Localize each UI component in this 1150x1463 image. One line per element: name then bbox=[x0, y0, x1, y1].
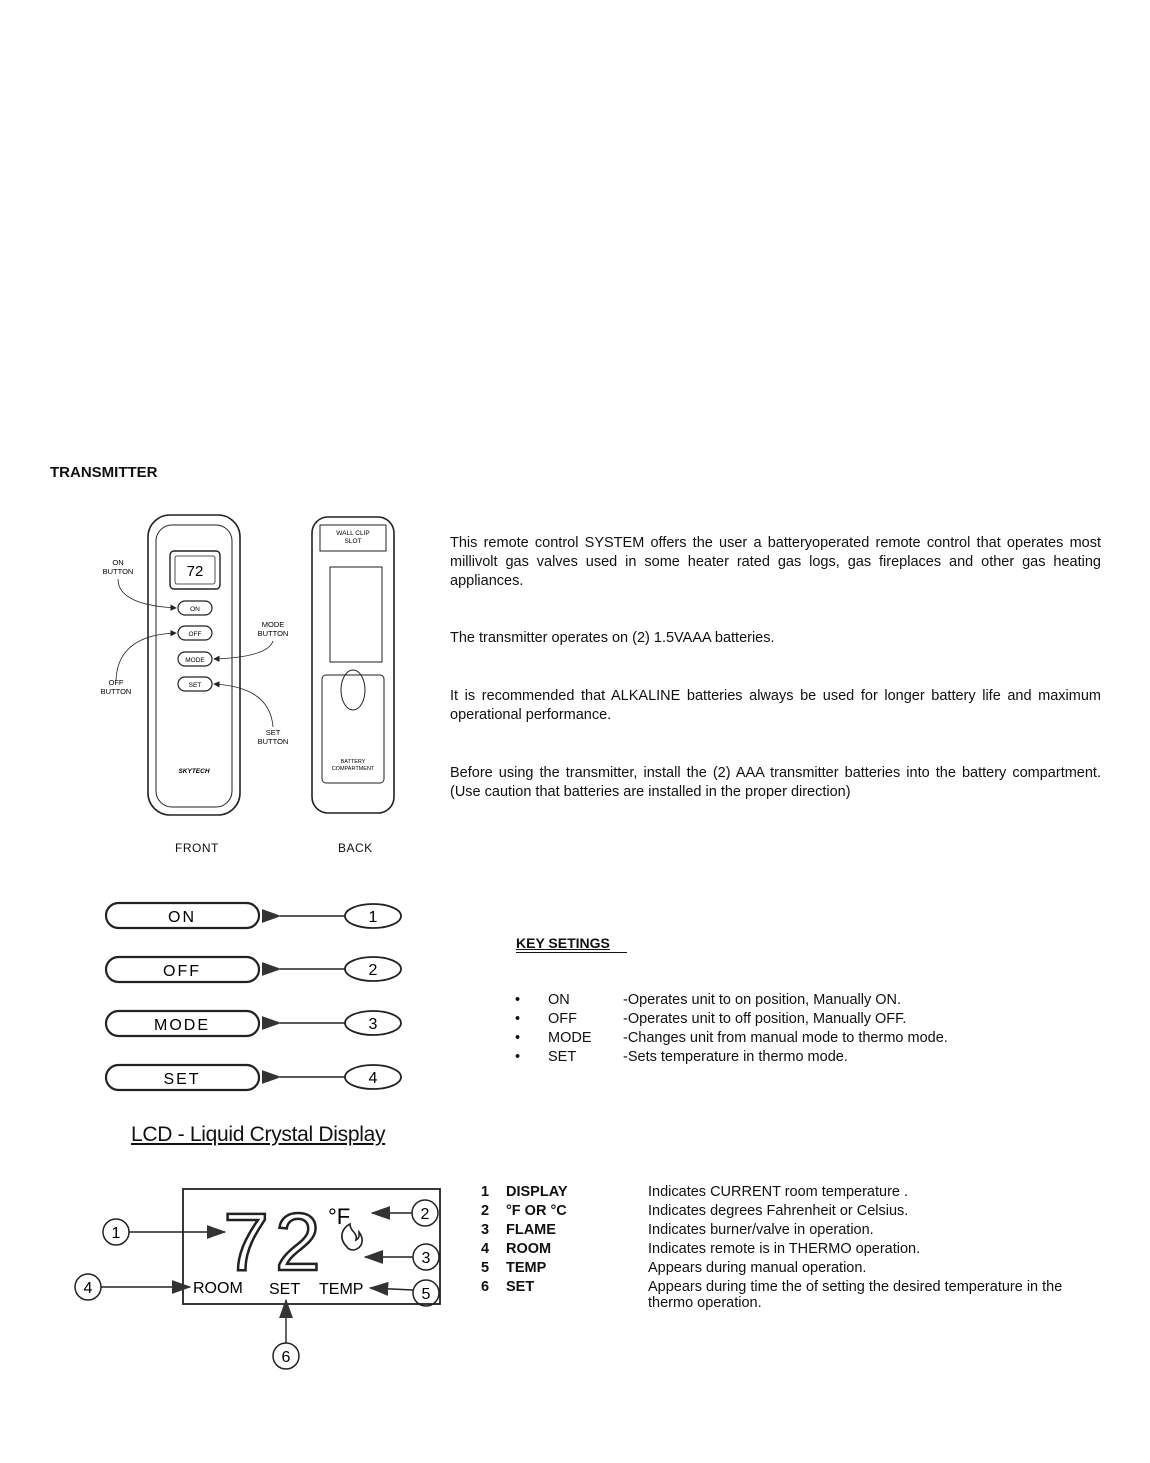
battery-paragraph: The transmitter operates on (2) 1.5VAAA … bbox=[450, 630, 775, 646]
svg-text:3: 3 bbox=[369, 1016, 378, 1033]
button-legend: ON 1 OFF 2 MODE 3 SET 4 bbox=[104, 901, 402, 1092]
list-item: •SET-Sets temperature in thermo mode. bbox=[515, 1049, 848, 1065]
svg-text:3: 3 bbox=[422, 1250, 431, 1267]
svg-text:COMPARTMENT: COMPARTMENT bbox=[332, 766, 375, 772]
lcd-frame bbox=[182, 1188, 441, 1305]
intro-paragraph: This remote control SYSTEM offers the us… bbox=[450, 535, 1101, 589]
key-settings-list: •ON-Operates unit to on position, Manual… bbox=[515, 992, 948, 1068]
svg-text:MODE: MODE bbox=[262, 620, 285, 629]
svg-text:MODE: MODE bbox=[154, 1017, 210, 1034]
svg-text:SET: SET bbox=[266, 728, 281, 737]
svg-text:WALL CLIP: WALL CLIP bbox=[336, 530, 369, 537]
svg-text:SET: SET bbox=[189, 682, 202, 689]
svg-text:OFF: OFF bbox=[189, 631, 202, 638]
svg-text:BATTERY: BATTERY bbox=[341, 759, 366, 765]
section-title: TRANSMITTER bbox=[50, 464, 158, 481]
key-settings-title: KEY SETINGS bbox=[516, 935, 610, 951]
list-item: •OFF-Operates unit to off position, Manu… bbox=[515, 1011, 907, 1027]
remote-back: WALL CLIP SLOT BATTERY COMPARTMENT bbox=[311, 516, 395, 814]
svg-text:BUTTON: BUTTON bbox=[258, 737, 289, 746]
svg-text:4: 4 bbox=[84, 1280, 93, 1297]
key-settings-underline bbox=[516, 952, 627, 953]
svg-text:1: 1 bbox=[112, 1225, 121, 1242]
remote-off-button bbox=[177, 625, 213, 641]
remote-display-value: 72 bbox=[187, 563, 204, 580]
svg-text:ON: ON bbox=[190, 606, 200, 613]
remote-illustration: 72 ON OFF MODE SET SKYTECH ON BUTTON MOD… bbox=[101, 514, 395, 816]
svg-text:MODE: MODE bbox=[185, 657, 205, 664]
front-caption: FRONT bbox=[175, 841, 219, 855]
legend-row-off: OFF 2 bbox=[104, 955, 402, 984]
lcd-title: LCD - Liquid Crystal Display bbox=[131, 1123, 386, 1146]
svg-text:SLOT: SLOT bbox=[345, 538, 362, 545]
svg-text:BUTTON: BUTTON bbox=[103, 567, 134, 576]
legend-row-set: SET 4 bbox=[104, 1063, 402, 1092]
flame-icon bbox=[341, 1222, 363, 1251]
remote-mode-button bbox=[177, 651, 213, 667]
remote-on-button bbox=[177, 600, 213, 616]
svg-text:OFF: OFF bbox=[109, 678, 124, 687]
svg-text:4: 4 bbox=[369, 1070, 378, 1087]
svg-text:OFF: OFF bbox=[163, 963, 201, 980]
svg-text:ON: ON bbox=[168, 909, 196, 926]
list-item: •MODE-Changes unit from manual mode to t… bbox=[515, 1030, 948, 1046]
svg-text:ON: ON bbox=[112, 558, 123, 567]
lcd-set: SET bbox=[269, 1281, 300, 1298]
legend-row-on: ON 1 bbox=[104, 901, 402, 930]
remote-front: 72 ON OFF MODE SET SKYTECH ON BUTTON MOD… bbox=[101, 514, 289, 816]
lcd-temp: TEMP bbox=[319, 1281, 363, 1298]
remote-brand: SKYTECH bbox=[178, 768, 209, 775]
alkaline-paragraph: It is recommended that ALKALINE batterie… bbox=[450, 688, 1101, 723]
install-paragraph: Before using the transmitter, install th… bbox=[450, 765, 1101, 800]
svg-text:1: 1 bbox=[369, 909, 378, 926]
svg-text:5: 5 bbox=[422, 1286, 431, 1303]
svg-text:BUTTON: BUTTON bbox=[101, 687, 132, 696]
remote-set-button bbox=[177, 676, 213, 692]
svg-text:2: 2 bbox=[421, 1206, 430, 1223]
lcd-diagram: 72 °F ROOM SET TEMP 1 2 3 4 5 6 bbox=[74, 1188, 441, 1370]
legend-row-mode: MODE 3 bbox=[104, 1009, 402, 1038]
svg-text:6: 6 bbox=[282, 1349, 291, 1366]
lcd-digits: 72 bbox=[223, 1197, 326, 1288]
lcd-unit: °F bbox=[328, 1204, 350, 1229]
list-item: •ON-Operates unit to on position, Manual… bbox=[515, 992, 902, 1008]
svg-text:SET: SET bbox=[163, 1071, 200, 1088]
lcd-room: ROOM bbox=[193, 1280, 243, 1297]
svg-text:2: 2 bbox=[369, 962, 378, 979]
back-caption: BACK bbox=[338, 841, 373, 855]
svg-text:BUTTON: BUTTON bbox=[258, 629, 289, 638]
